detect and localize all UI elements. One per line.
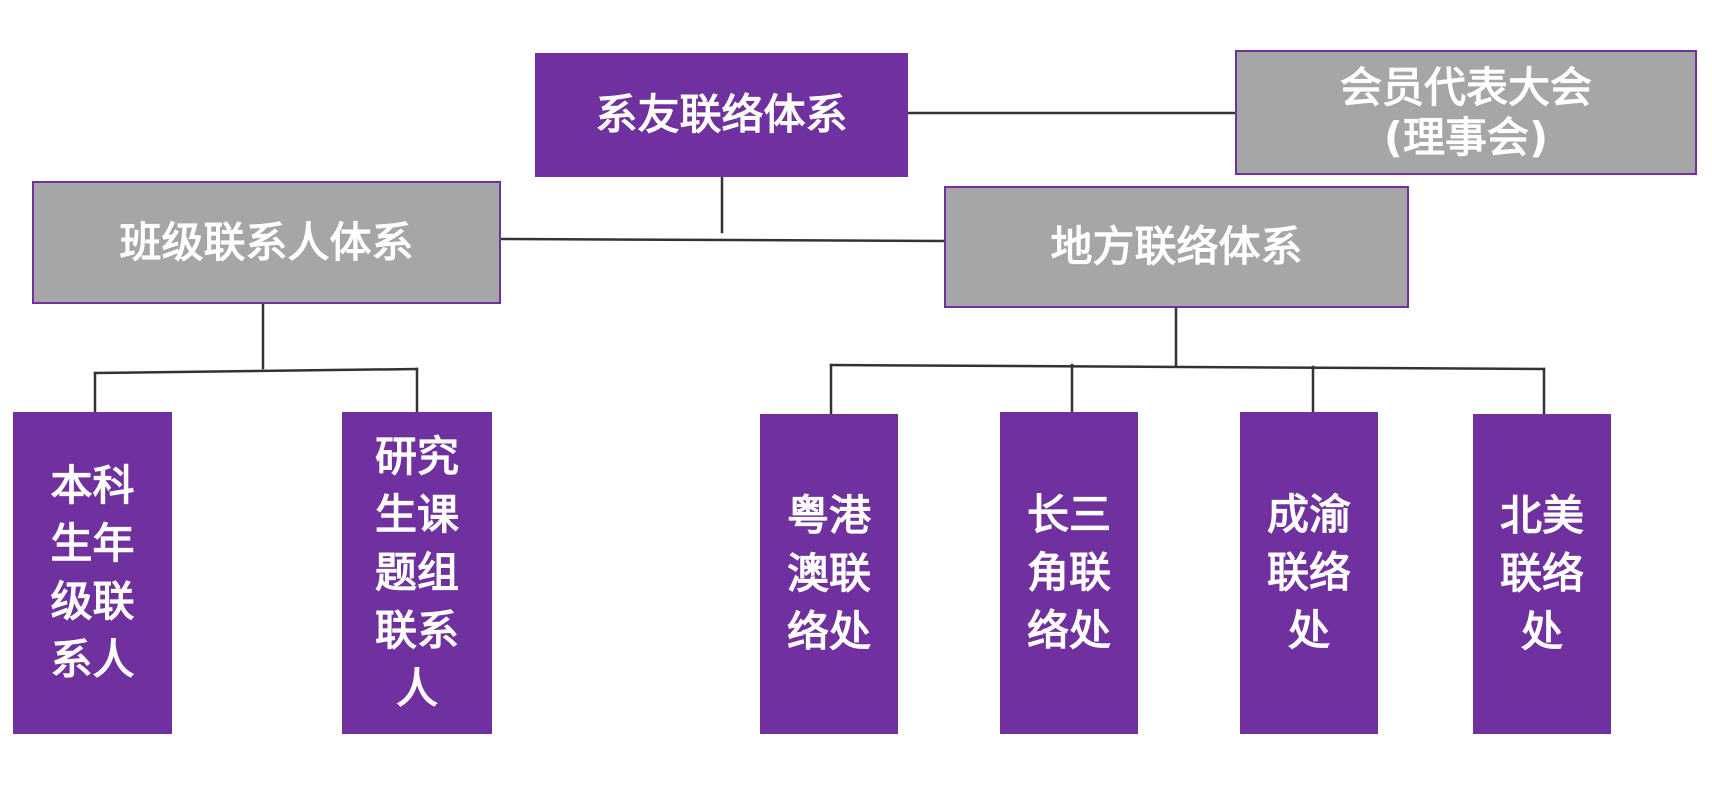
gba-office-label: 粤港 澳联 络处 [786,491,871,656]
local-network-label: 地方联络体系 [1050,222,1303,271]
root-node: 系友联络体系 [535,53,908,177]
postgrad-contacts-node: 研究 生课 题组 联系 人 [342,412,492,734]
class-contacts-label: 班级联系人体系 [119,217,414,267]
north-america-office-label: 北美 联络 处 [1499,491,1584,656]
yrd-office-node: 长三 角联 络处 [1000,412,1138,734]
local-network-node: 地方联络体系 [944,186,1409,308]
yrd-office-label: 长三 角联 络处 [1026,490,1111,655]
connector-branch-bus [499,237,946,243]
root-node-label: 系友联络体系 [595,90,848,139]
council-node: 会员代表大会 (理事会) [1235,50,1697,175]
chengyu-office-node: 成渝 联络 处 [1240,412,1378,734]
undergrad-contacts-label: 本科 生年 级联 系人 [50,461,135,684]
gba-office-node: 粤港 澳联 络处 [760,414,898,734]
north-america-office-node: 北美 联络 处 [1473,414,1611,734]
chengyu-office-label: 成渝 联络 处 [1266,490,1351,655]
connector-class-bus [93,367,419,375]
class-contacts-node: 班级联系人体系 [32,181,501,304]
undergrad-contacts-node: 本科 生年 级联 系人 [13,412,172,734]
connector-local-bus [829,363,1546,371]
postgrad-contacts-label: 研究 生课 题组 联系 人 [374,432,459,713]
council-node-label: 会员代表大会 (理事会) [1339,62,1592,162]
